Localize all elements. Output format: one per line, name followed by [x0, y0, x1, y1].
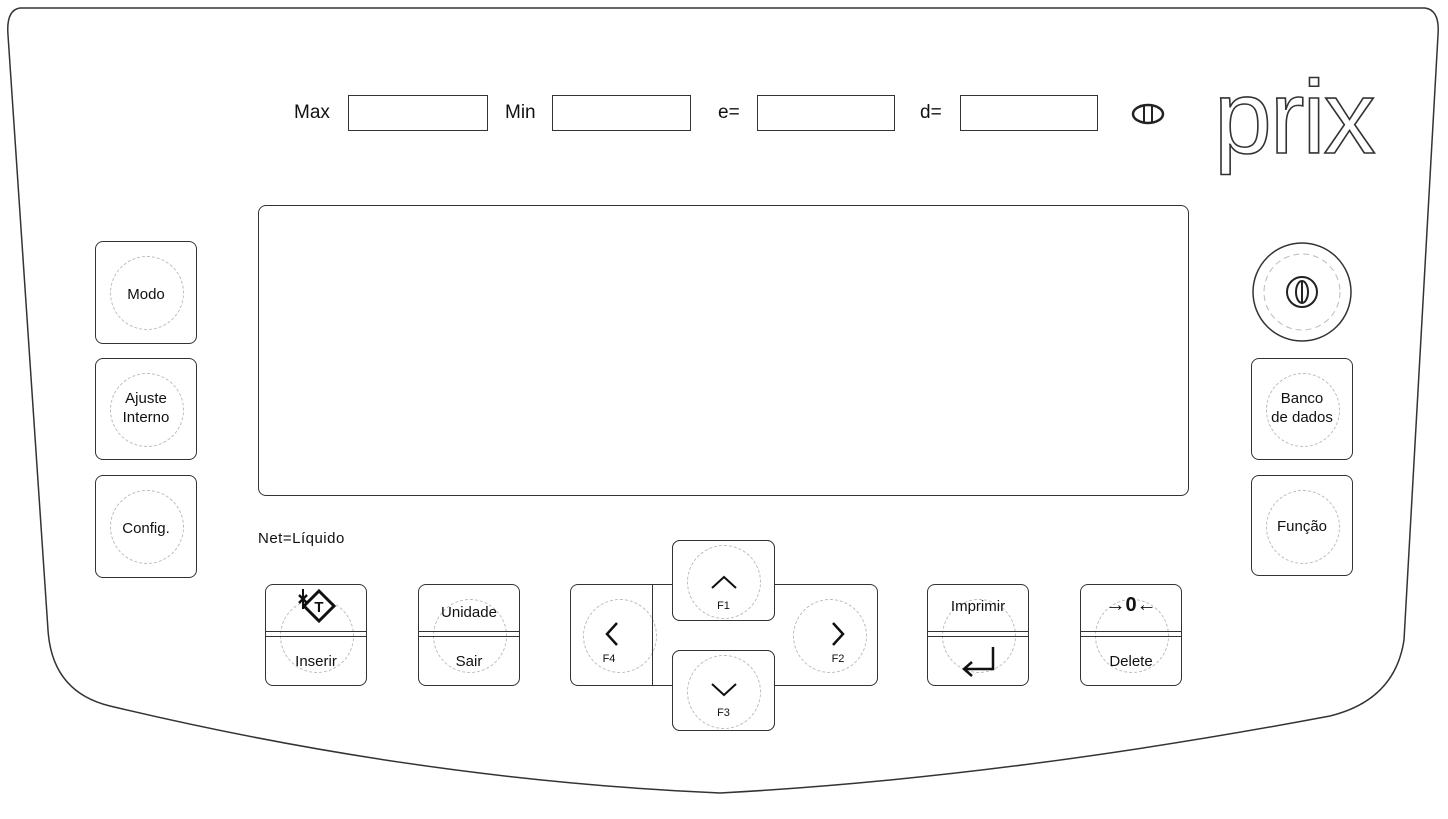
key-divider — [419, 636, 519, 637]
ajuste-label-line1: Ajuste — [125, 390, 167, 407]
key-divider — [266, 636, 366, 637]
f2-right-button[interactable]: F2 — [793, 584, 878, 686]
key-divider — [1081, 636, 1181, 637]
min-label: Min — [505, 102, 536, 123]
ajuste-interno-button[interactable]: Ajuste Interno — [95, 358, 197, 460]
zero-symbol: →0← — [1105, 594, 1157, 616]
f3-down-button-cover: F3 — [672, 650, 775, 731]
key-ring — [110, 490, 184, 564]
d-field — [960, 95, 1098, 131]
key-ring — [793, 599, 867, 673]
e-label: e= — [718, 102, 740, 123]
unidade-label: Unidade — [441, 604, 497, 621]
key-divider — [928, 636, 1028, 637]
key-ring — [687, 545, 761, 619]
config-button[interactable]: Config. — [95, 475, 197, 578]
modo-label: Modo — [127, 286, 165, 303]
funcao-button[interactable]: Função — [1251, 475, 1353, 576]
chevron-right-icon — [832, 622, 845, 646]
key-ring — [687, 655, 761, 729]
imprimir-enter-button[interactable]: Imprimir — [927, 584, 1029, 686]
f1-label: F1 — [717, 600, 730, 612]
config-label: Config. — [122, 520, 170, 537]
banco-de-dados-button[interactable]: Banco de dados — [1251, 358, 1353, 460]
sair-label: Sair — [455, 653, 483, 670]
e-field — [757, 95, 895, 131]
tare-symbol: T — [314, 599, 323, 616]
max-label: Max — [294, 102, 330, 123]
f4-label: F4 — [602, 653, 616, 665]
key-divider — [266, 631, 366, 632]
accuracy-class-icon — [1131, 103, 1165, 125]
funcao-label: Função — [1276, 518, 1328, 535]
tare-icon: T — [298, 588, 337, 624]
inserir-label: Inserir — [295, 653, 337, 670]
ajuste-label-line2: Interno — [122, 409, 170, 426]
lcd-display — [258, 205, 1189, 496]
chevron-left-icon — [605, 622, 618, 646]
chevron-up-icon — [711, 575, 737, 589]
f3-label: F3 — [717, 707, 730, 719]
key-ring — [583, 599, 657, 673]
power-button[interactable] — [1251, 241, 1353, 344]
key-divider — [928, 631, 1028, 632]
power-icon — [1252, 242, 1352, 342]
min-field — [552, 95, 691, 131]
brand-logo: prix — [1213, 60, 1376, 176]
chevron-down-icon — [711, 683, 737, 697]
enter-icon — [962, 647, 995, 677]
key-divider — [1081, 631, 1181, 632]
d-label: d= — [920, 102, 942, 123]
zero-delete-button[interactable]: →0← Delete — [1080, 584, 1182, 686]
banco-label-line2: de dados — [1271, 409, 1333, 426]
tare-inserir-button[interactable]: T Inserir — [265, 584, 367, 686]
imprimir-label: Imprimir — [950, 598, 1006, 615]
key-divider — [419, 631, 519, 632]
key-ring — [110, 256, 184, 330]
f1-up-button-cover: F1 — [672, 540, 775, 621]
f4-left-button[interactable]: F4 — [570, 584, 657, 686]
key-ring — [1266, 490, 1340, 564]
key-ring — [110, 373, 184, 447]
f2-label: F2 — [831, 653, 845, 665]
key-ring — [1266, 373, 1340, 447]
banco-label-line1: Banco — [1280, 390, 1324, 407]
unidade-sair-button[interactable]: Unidade Sair — [418, 584, 520, 686]
modo-button[interactable]: Modo — [95, 241, 197, 344]
net-legend: Net=Líquido — [258, 530, 345, 547]
max-field — [348, 95, 488, 131]
delete-label: Delete — [1109, 653, 1153, 670]
